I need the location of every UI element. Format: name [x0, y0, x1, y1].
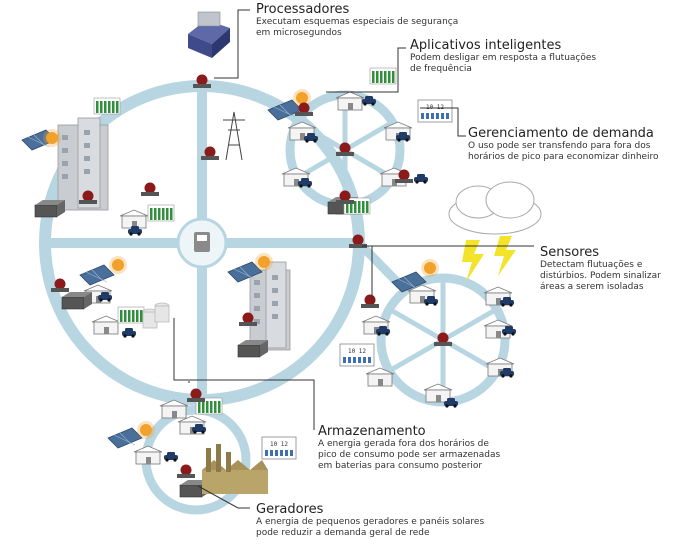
callout-desc-line: Podem desligar em resposta a flutuações — [410, 53, 597, 63]
callout-desc-line: de frequência — [410, 64, 472, 74]
callout-geradores: Geradores A energia de pequenos geradore… — [256, 502, 484, 539]
callout-title: Sensores — [540, 245, 600, 260]
callout-title: Geradores — [256, 502, 324, 517]
smart-meter-display-icon: 10 12 — [261, 436, 297, 460]
callout-armazenamento: Armazenamento A energia gerada fora dos … — [318, 424, 500, 472]
callout-desc-line: em baterias para consumo posterior — [318, 461, 483, 471]
callout-title: Gerenciamento de demanda — [468, 126, 654, 141]
callout-desc-line: A energia gerada fora dos horários de — [318, 439, 489, 449]
storm-cloud-icon — [448, 181, 542, 235]
callout-desc-line: em microsegundos — [256, 28, 342, 38]
callout-desc-line: distúrbios. Podem sinalizar — [540, 271, 661, 281]
storage-tanks-icon — [142, 302, 170, 329]
svg-text:10 12: 10 12 — [348, 348, 366, 355]
callout-desc-line: pico de consumo pode ser armazenadas — [318, 450, 501, 460]
apartment-building-icon — [57, 117, 109, 211]
callout-desc-line: Detectam flutuações e — [540, 260, 643, 270]
callout-processadores: Processadores Executam esquemas especiai… — [256, 2, 458, 39]
callout-desc-line: A energia de pequenos geradores e panéis… — [256, 517, 485, 527]
lightning-icon — [462, 236, 516, 282]
callout-desc-line: O uso pode ser transfendo para fora dos — [468, 141, 651, 151]
callout-title: Processadores — [256, 2, 350, 17]
smart-meter-display-icon: 10 12 — [417, 99, 453, 123]
callout-desc-line: Executam esquemas especiais de segurança — [256, 17, 459, 27]
processor-icon — [188, 11, 230, 58]
smart-meter-display-icon: 10 12 — [339, 343, 375, 367]
callout-desc-line: pode reduzir a demanda geral de rede — [256, 528, 430, 538]
svg-text:10 12: 10 12 — [270, 441, 288, 448]
callout-gerenciamento: Gerenciamento de demanda O uso pode ser … — [468, 126, 659, 163]
callout-title: Armazenamento — [318, 424, 426, 439]
office-building-icon — [249, 261, 291, 351]
callout-aplicativos: Aplicativos inteligentes Podem desligar … — [410, 38, 596, 75]
factory-icon — [202, 444, 268, 494]
callout-desc-line: áreas a serem isoladas — [540, 282, 644, 292]
callout-sensores: Sensores Detectam flutuações e distúrbio… — [540, 245, 661, 293]
callout-title: Aplicativos inteligentes — [410, 38, 562, 53]
transmission-tower-icon — [223, 111, 245, 161]
callout-desc-line: horários de pico para economizar dinheir… — [468, 152, 659, 162]
